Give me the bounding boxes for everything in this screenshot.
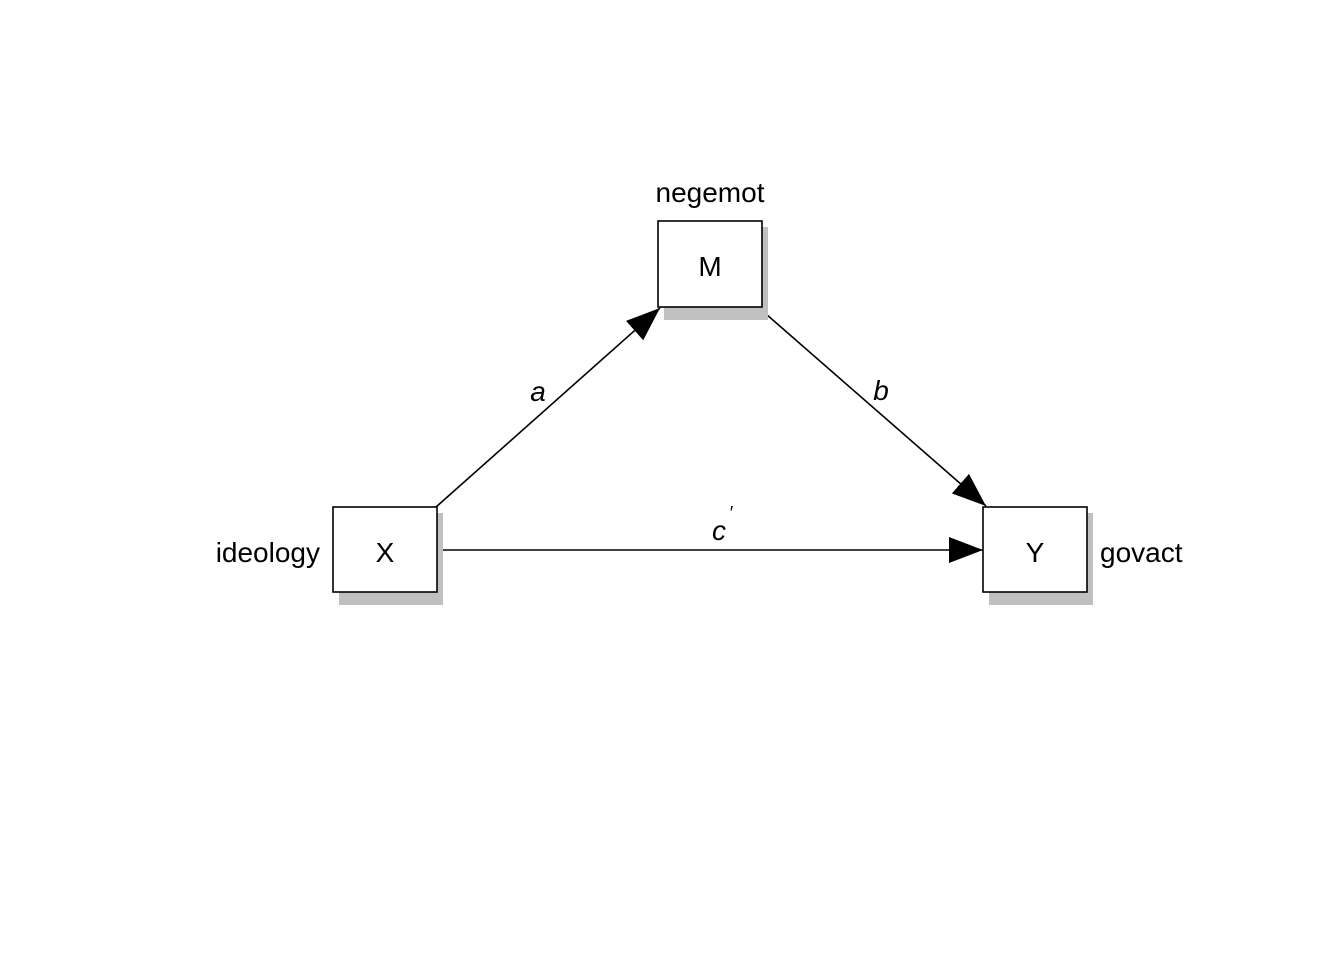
outcome-variable-label: govact — [1100, 537, 1183, 568]
outcome-box — [982, 506, 1088, 593]
outcome-symbol: Y — [1026, 537, 1045, 568]
outcome-node: Y — [982, 506, 1093, 605]
path-a-label: a — [530, 376, 546, 407]
path-b-label: b — [873, 375, 889, 406]
path-c-prime-mark: ′ — [729, 503, 733, 523]
mediator-box — [657, 220, 763, 308]
path-c-prime-label: c — [712, 515, 726, 546]
mediator-variable-label: negemot — [656, 177, 765, 208]
mediator-symbol: M — [698, 251, 721, 282]
mediator-node: M — [657, 220, 768, 320]
predictor-node: X — [332, 506, 443, 605]
path-a-arrow — [435, 307, 661, 508]
predictor-symbol: X — [376, 537, 395, 568]
path-b-arrow — [765, 313, 987, 507]
predictor-box — [332, 506, 438, 593]
predictor-variable-label: ideology — [216, 537, 320, 568]
